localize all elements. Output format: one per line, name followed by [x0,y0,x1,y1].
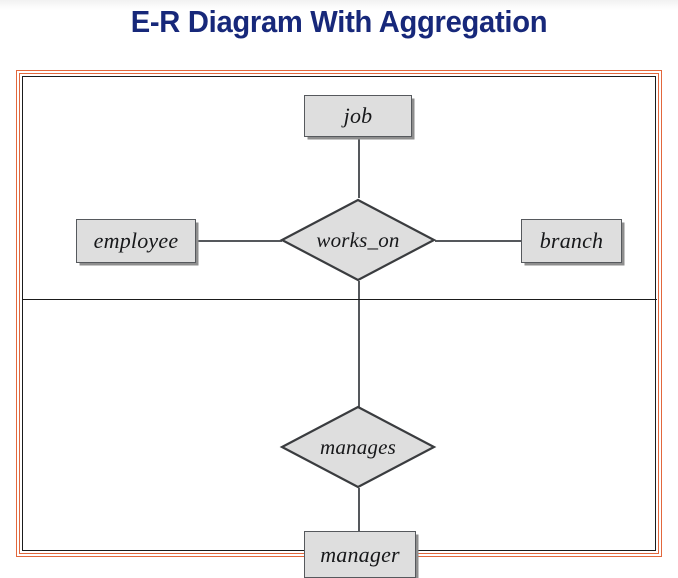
edge-employee-works-on [195,240,282,242]
entity-manager-label: manager [320,541,400,567]
top-gradient-band [0,0,678,10]
works-on-diamond-shape [279,198,437,282]
entity-branch[interactable]: branch [521,219,622,263]
entity-branch-label: branch [539,228,604,253]
edge-works-on-branch [435,240,522,242]
edge-manages-manager [358,488,360,532]
figure-frame-middle: job employee branch manager works_on [19,73,659,578]
aggregation-boundary-line [21,299,657,300]
entity-manager[interactable]: manager [304,531,416,578]
entity-job[interactable]: job [304,95,412,137]
edge-job-works-on [358,135,360,198]
er-diagram-canvas: job employee branch manager works_on [21,76,657,578]
figure-frame-outer: job employee branch manager works_on [16,70,662,578]
entity-employee[interactable]: employee [76,219,196,263]
relationship-works-on[interactable]: works_on [279,198,437,282]
entity-employee-label: employee [93,228,179,253]
edge-works-on-manages [358,281,360,409]
page-title: E-R Diagram With Aggregation [130,4,548,39]
entity-job-label: job [343,103,373,128]
manages-diamond-shape [279,405,437,489]
relationship-manages[interactable]: manages [279,405,437,489]
